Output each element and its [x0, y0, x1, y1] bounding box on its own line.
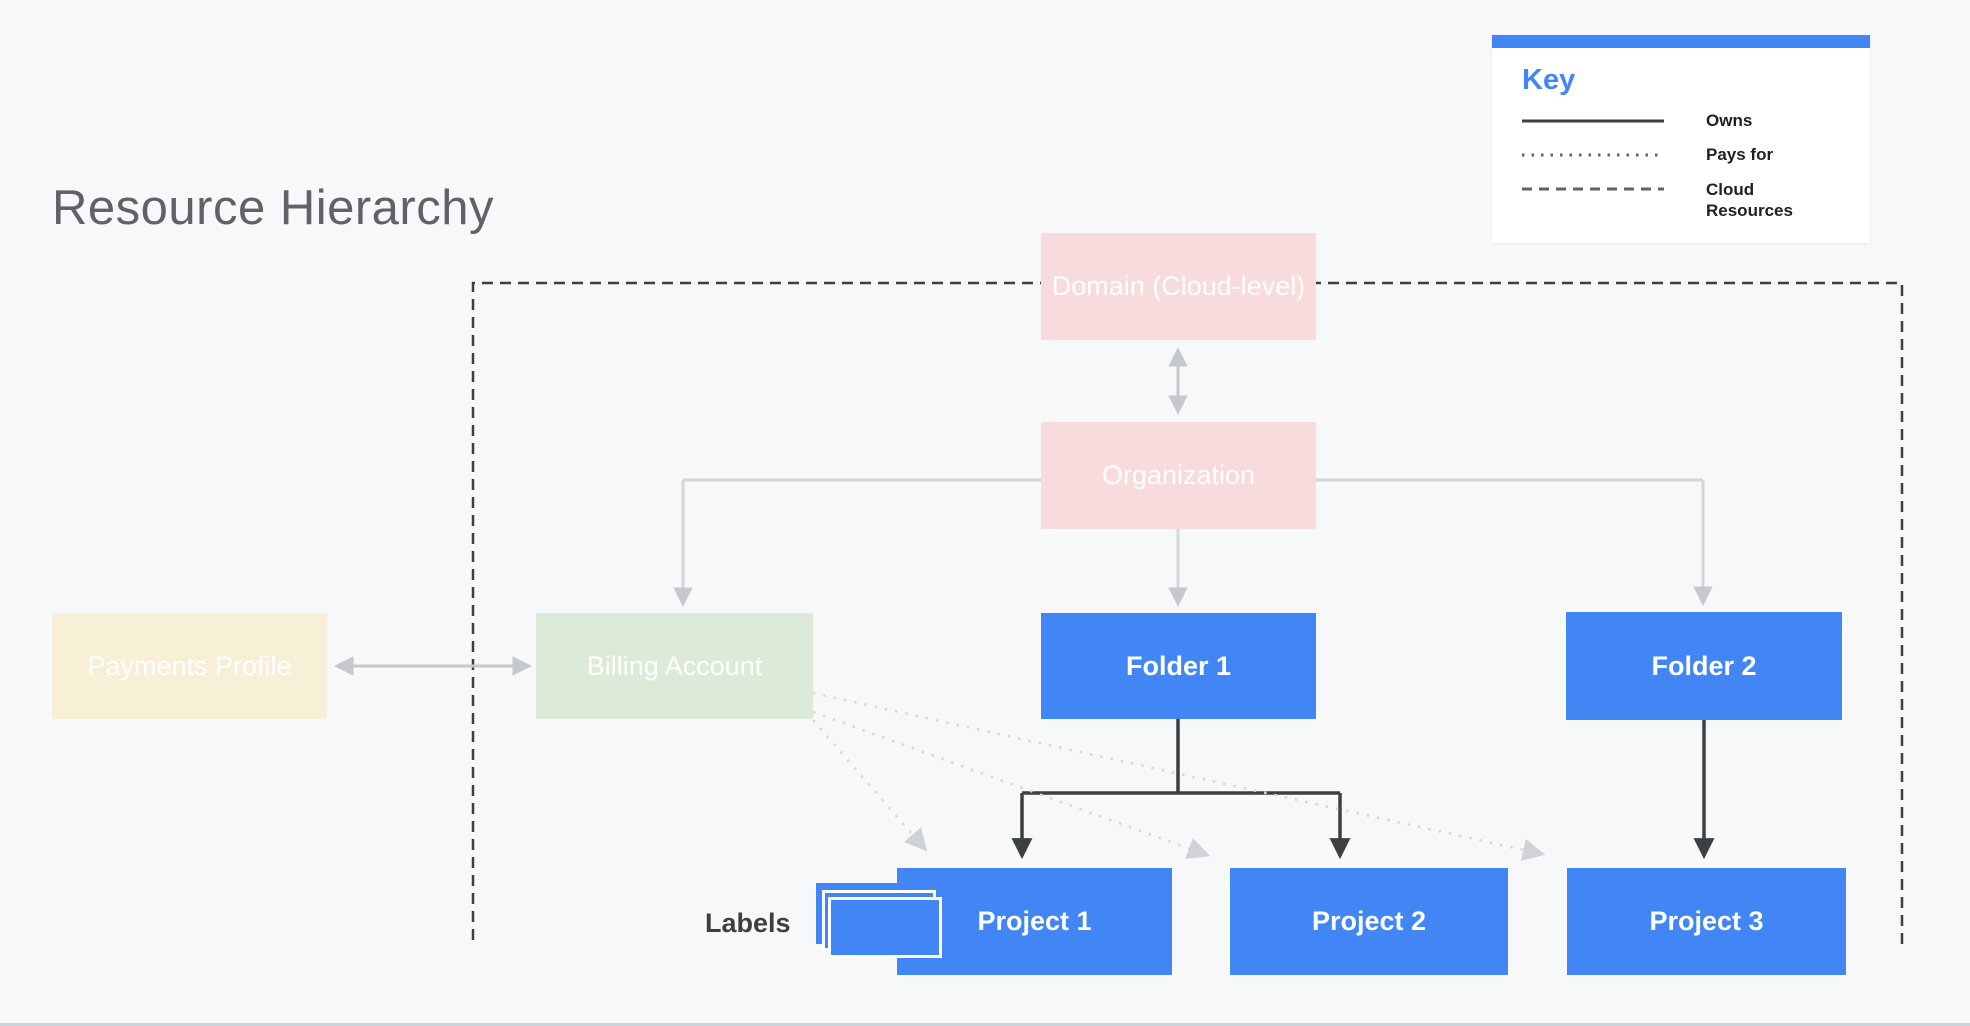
node-project-2: Project 2 — [1230, 868, 1508, 975]
labels-stack-icon — [816, 883, 946, 963]
dashed-line-icon — [1522, 187, 1664, 190]
bottom-edge — [0, 1023, 1970, 1026]
node-folder-2: Folder 2 — [1566, 612, 1842, 720]
node-billing-account: Billing Account — [536, 613, 813, 719]
legend-item-label: Cloud Resources — [1706, 179, 1793, 220]
solid-line-icon — [1522, 119, 1664, 123]
legend-item-label: Pays for — [1706, 145, 1774, 165]
legend-heading: Key — [1522, 64, 1576, 96]
page-title: Resource Hierarchy — [52, 181, 494, 235]
node-payments-profile: Payments Profile — [52, 613, 327, 719]
labels-caption: Labels — [705, 908, 791, 938]
node-organization: Organization — [1041, 422, 1316, 529]
legend-item-label: Owns — [1706, 111, 1753, 130]
edge-billing-pays-project2 — [812, 710, 1211, 860]
legend-item-pays-for: Pays for — [1522, 144, 1844, 165]
node-project-3: Project 3 — [1567, 868, 1846, 975]
legend-panel: Key Owns Pays for Cloud Resources — [1492, 35, 1870, 243]
edge-folder1-branch — [1022, 719, 1340, 795]
node-domain: Domain (Cloud-level) — [1041, 233, 1316, 340]
legend-accent-bar — [1492, 35, 1870, 48]
legend-item-owns: Owns — [1522, 110, 1844, 131]
legend-item-cloud-resources: Cloud Resources — [1522, 179, 1844, 222]
node-folder-1: Folder 1 — [1041, 613, 1316, 719]
edge-billing-pays-project1 — [812, 719, 928, 852]
node-project-1: Project 1 — [897, 868, 1172, 975]
